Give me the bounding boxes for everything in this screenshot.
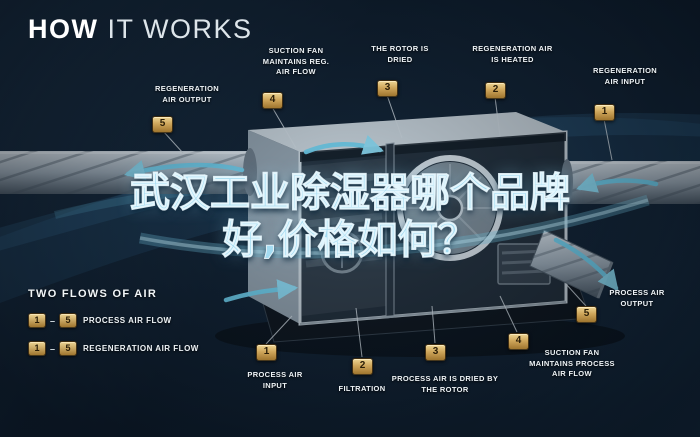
process-callout-badge-2: 2 xyxy=(352,358,373,375)
regen-callout-badge-2: 2 xyxy=(485,82,506,99)
airflow-arrows xyxy=(123,134,659,303)
watermark-line-1: 武汉工业除湿器哪个品牌 xyxy=(130,169,571,216)
process-callout-badge-3: 3 xyxy=(425,344,446,361)
regen-callout-badge-4: 4 xyxy=(262,92,283,109)
watermark-line-2: 好,价格如何？ xyxy=(222,217,478,264)
legend-regen-from-badge: 1 xyxy=(28,341,46,356)
regen-callout-label-5: REGENERATION AIR OUTPUT xyxy=(154,84,220,104)
legend-separator: – xyxy=(50,315,56,326)
regen-callout-badge-5: 5 xyxy=(152,116,173,133)
rotor xyxy=(397,155,503,261)
foreground-swooshes xyxy=(138,194,650,259)
page-title: HOW IT WORKS xyxy=(28,14,253,45)
process-callout-badge-4: 4 xyxy=(508,333,529,350)
process-callout-label-5: PROCESS AIR OUTPUT xyxy=(609,288,665,308)
title-how: HOW xyxy=(28,14,99,44)
process-callout-badge-1: 1 xyxy=(256,344,277,361)
title-it-works: IT WORKS xyxy=(107,14,253,44)
legend-title: TWO FLOWS OF AIR xyxy=(28,288,158,300)
regen-callout-badge-1: 1 xyxy=(594,104,615,121)
legend-process-to-badge: 5 xyxy=(59,313,78,328)
legend: TWO FLOWS OF AIR 1 – 5 PROCESS AIR FLOW … xyxy=(28,288,199,356)
legend-process-from-badge: 1 xyxy=(28,313,46,328)
legend-separator: – xyxy=(50,343,56,354)
process-callout-label-3: PROCESS AIR IS DRIED BY THE ROTOR xyxy=(391,374,499,394)
regen-callout-label-2: REGENERATION AIR IS HEATED xyxy=(472,44,553,64)
legend-regen-label: REGENERATION AIR FLOW xyxy=(83,344,199,353)
regen-callout-label-4: SUCTION FAN MAINTAINS REG. AIR FLOW xyxy=(262,46,330,76)
legend-regen-to-badge: 5 xyxy=(59,341,78,356)
legend-row-regeneration: 1 – 5 REGENERATION AIR FLOW xyxy=(28,341,199,356)
outlet-elbow-duct xyxy=(529,159,614,299)
process-callout-badge-5: 5 xyxy=(576,306,597,323)
regen-callout-label-1: REGENERATION AIR INPUT xyxy=(592,66,658,86)
machine-unit xyxy=(215,112,625,357)
regen-callout-label-3: THE ROTOR IS DRIED xyxy=(371,44,429,64)
process-callout-label-2: FILTRATION xyxy=(338,384,386,393)
regen-callout-badge-3: 3 xyxy=(377,80,398,97)
process-callout-label-1: PROCESS AIR INPUT xyxy=(247,370,303,390)
legend-row-process: 1 – 5 PROCESS AIR FLOW xyxy=(28,313,199,328)
process-callout-label-4: SUCTION FAN MAINTAINS PROCESS AIR FLOW xyxy=(529,348,615,378)
callout-connectors xyxy=(162,94,613,358)
chinese-watermark: 武汉工业除湿器哪个品牌 好,价格如何？ xyxy=(40,169,660,264)
legend-process-label: PROCESS AIR FLOW xyxy=(83,316,172,325)
